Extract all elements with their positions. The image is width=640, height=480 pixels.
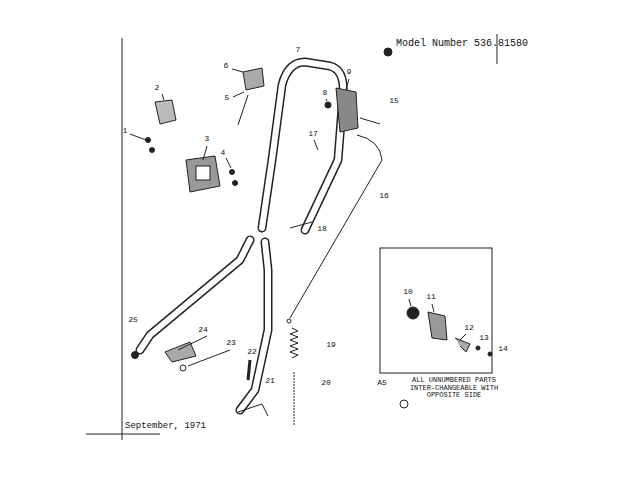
screw	[488, 352, 492, 356]
lower-handle-left-inner	[140, 240, 250, 350]
leader-line	[188, 350, 230, 366]
border-line	[86, 434, 160, 435]
callout-number: 25	[128, 316, 138, 325]
lever	[455, 338, 470, 352]
nut	[325, 102, 331, 108]
lever-rod	[238, 95, 248, 125]
figure-id: A5	[377, 379, 387, 388]
pin	[248, 360, 250, 380]
callout-number: 12	[464, 324, 474, 333]
callout-number: 2	[155, 84, 160, 93]
callout-number: 18	[317, 225, 327, 234]
washer	[476, 346, 480, 350]
border-line	[122, 38, 123, 440]
callout-number: 24	[198, 326, 208, 335]
model-number: Model Number 536.81580	[396, 38, 528, 49]
upper-handle	[262, 62, 343, 230]
leader-line	[226, 158, 231, 168]
callout-number: 21	[265, 377, 275, 386]
cover	[155, 100, 176, 124]
inset-box	[380, 248, 492, 373]
lower-handle-left	[140, 240, 250, 350]
leader-line	[326, 99, 327, 101]
callout-number: 5	[225, 94, 230, 103]
rod	[294, 372, 295, 425]
bail-control	[336, 88, 358, 132]
callout-number: 14	[498, 345, 508, 354]
callout-number: 16	[379, 192, 389, 201]
leader-line	[130, 134, 146, 140]
callout-number: 19	[326, 341, 336, 350]
foot-bracket	[238, 404, 268, 416]
bolt	[290, 222, 312, 228]
interchange-note: ALL UNNUMBERED PARTS INTER-CHANGEABLE WI…	[400, 377, 508, 400]
callout-number: 8	[323, 89, 328, 98]
callout-number: 7	[296, 46, 301, 55]
lever	[243, 68, 264, 90]
nut	[150, 148, 155, 153]
callout-number: 4	[221, 149, 226, 158]
leader-line	[203, 146, 207, 160]
spring	[290, 328, 298, 358]
control-box	[186, 156, 220, 192]
control-cable	[290, 135, 382, 318]
callout-number: 17	[308, 130, 318, 139]
leader-line	[409, 299, 411, 306]
leader-line	[432, 304, 434, 312]
bolt-head	[180, 365, 186, 371]
leader-line	[314, 140, 318, 150]
nut	[233, 181, 238, 186]
callout-number: 15	[389, 97, 399, 106]
callout-number: 13	[479, 334, 489, 343]
cable-end	[287, 319, 291, 323]
callout-number: 10	[403, 288, 413, 297]
leader-line	[460, 334, 466, 340]
callout-number: 3	[205, 135, 210, 144]
leader-line	[232, 69, 243, 72]
callout-number: 9	[347, 68, 352, 77]
control-box-window	[196, 166, 210, 180]
leader-line	[178, 336, 207, 350]
callout-number: 23	[226, 339, 236, 348]
date-stamp: September, 1971	[125, 422, 206, 432]
knob	[407, 307, 419, 319]
nut	[230, 170, 235, 175]
callout-number: 6	[224, 62, 229, 71]
reference-marker	[400, 400, 408, 408]
leader-line	[233, 92, 244, 97]
callout-number: 11	[426, 293, 436, 302]
callout-number: 1	[123, 127, 128, 136]
upper-handle-inner	[262, 62, 343, 230]
leader-line	[346, 79, 349, 89]
bolt	[360, 118, 380, 124]
callout-number: 22	[247, 348, 257, 357]
reference-marker	[384, 48, 392, 56]
leader-line	[162, 94, 164, 100]
nut	[146, 138, 151, 143]
bracket	[165, 342, 196, 362]
lower-handle-right	[240, 242, 268, 410]
knob	[132, 352, 139, 359]
lower-handle-right-inner	[240, 242, 268, 410]
bail-control	[428, 312, 447, 340]
callout-number: 20	[321, 379, 331, 388]
